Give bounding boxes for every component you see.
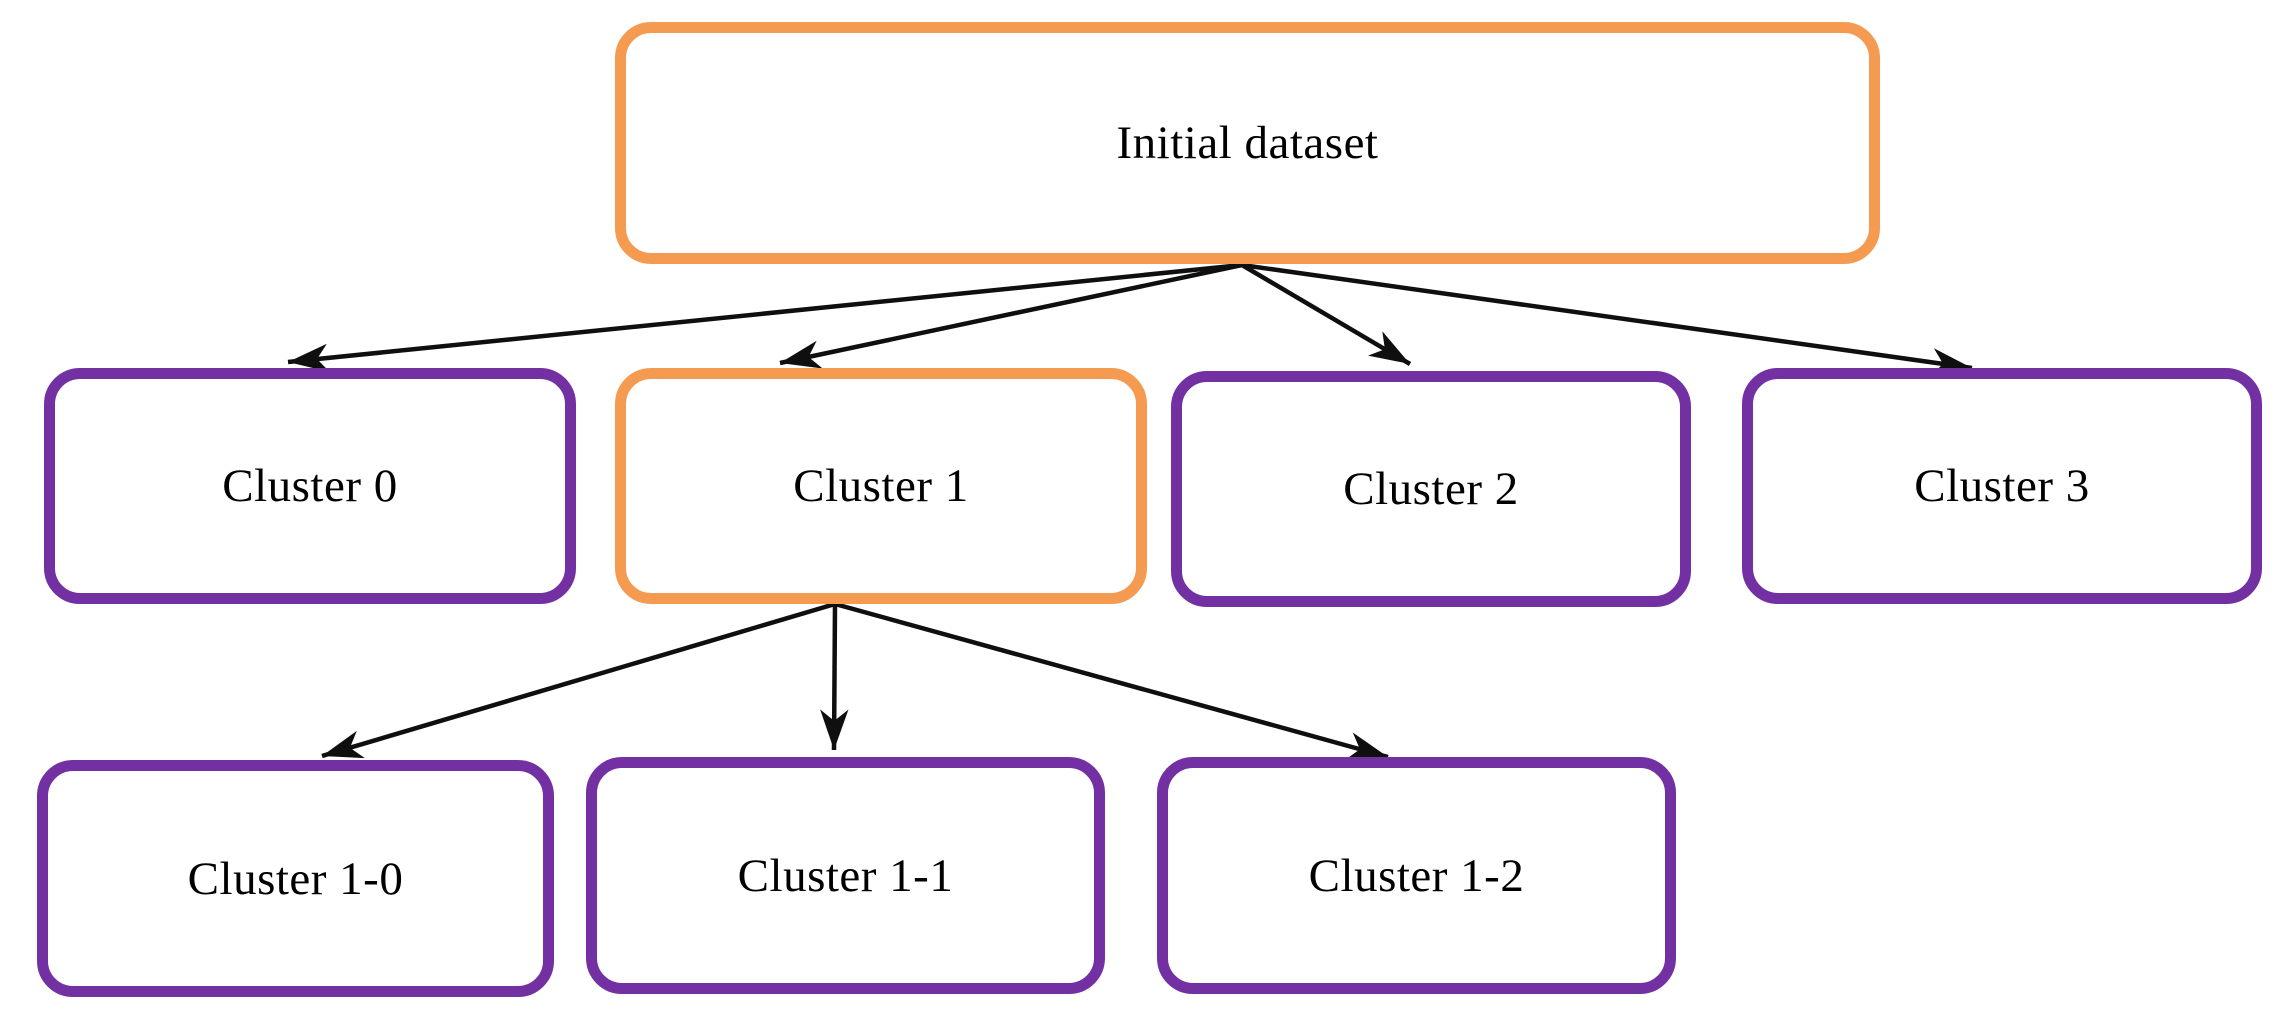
edge-c1-c10-arrow [321, 601, 836, 759]
node-cluster-1-2-label: Cluster 1-2 [1308, 849, 1525, 902]
node-cluster-1-label: Cluster 1 [793, 460, 969, 512]
node-cluster-0: Cluster 0 [44, 368, 576, 604]
edge-initial-c1-arrow [779, 262, 1243, 369]
node-cluster-1-1: Cluster 1-1 [586, 757, 1105, 994]
node-cluster-1-1-label: Cluster 1-1 [737, 849, 954, 902]
node-cluster-0-label: Cluster 0 [222, 460, 398, 512]
node-cluster-2-label: Cluster 2 [1343, 463, 1519, 515]
node-cluster-1-2: Cluster 1-2 [1157, 757, 1676, 994]
edge-initial-c3-arrow [1241, 262, 1973, 377]
node-cluster-1: Cluster 1 [615, 368, 1147, 604]
node-initial-dataset: Initial dataset [615, 22, 1880, 264]
edge-c1-c11-arrow [820, 603, 849, 751]
edge-c1-c12-arrow [834, 601, 1389, 760]
edge-initial-c0-arrow [287, 262, 1243, 373]
node-cluster-3-label: Cluster 3 [1914, 460, 2090, 512]
node-cluster-3: Cluster 3 [1742, 368, 2262, 604]
node-cluster-1-0-label: Cluster 1-0 [187, 852, 404, 905]
edge-initial-c2-arrow [1240, 263, 1412, 366]
node-cluster-1-0: Cluster 1-0 [37, 760, 554, 997]
node-initial-dataset-label: Initial dataset [1116, 117, 1379, 169]
node-cluster-2: Cluster 2 [1171, 371, 1691, 607]
